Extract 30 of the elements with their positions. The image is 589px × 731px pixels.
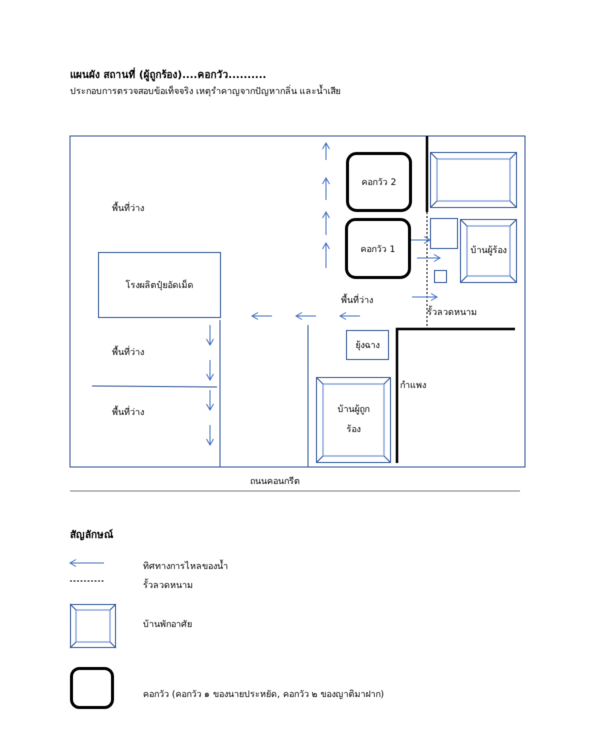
cattle-pen-box (345, 218, 411, 279)
building-label: ยุ้งฉาง (356, 340, 380, 352)
area-label: พื้นที่ว่าง (112, 201, 144, 215)
legend-heading: สัญลักษณ์ (70, 528, 113, 542)
building-label: คอกวัว 2 (362, 177, 396, 189)
building-box (98, 252, 221, 318)
area-label: พื้นที่ว่าง (112, 345, 144, 359)
small-box (430, 218, 458, 249)
building-label: โรงผลิตปุ๋ยอัดเม็ด (126, 278, 194, 292)
house-symbol (430, 152, 517, 208)
cattle-pen-box (346, 152, 412, 212)
house-symbol (316, 377, 391, 463)
area-label: พื้นที่ว่าง (112, 405, 144, 419)
small-box (434, 270, 447, 283)
house-symbol (460, 219, 517, 283)
building-label: บ้านผู้ร้อง (470, 244, 506, 258)
legend-text: ทิศทางการไหลของน้ำ (143, 559, 228, 573)
legend-text: รั้วลวดหนาม (143, 578, 193, 592)
subtitle: ประกอบการตรวจสอบข้อเท็จจริง เหตุรำคาญจากปัญหากลิ่น และน้ำเสีย (70, 84, 341, 98)
flow-arrow (410, 236, 430, 244)
legend-text: คอกวัว (คอกวัว ๑ ของนายประหยัด, คอกวัว ๒ ของญาติมาฝาก) (143, 688, 384, 701)
building-box (346, 330, 389, 360)
building-label: คอกวัว 1 (360, 244, 396, 256)
fence-label: รั้วลวดหนาม (427, 305, 477, 319)
building-label: บ้านผู้ถูกร้อง (336, 404, 370, 437)
title: แผนผัง สถานที่ (ผู้ถูกร้อง)....คอกวัว.......... (70, 67, 266, 82)
area-label: พื้นที่ว่าง (341, 293, 373, 307)
legend-text: บ้านพักอาศัย (143, 618, 192, 631)
road-label: ถนนคอนกรีต (250, 476, 300, 488)
wall-label: กำแพง (400, 380, 426, 392)
